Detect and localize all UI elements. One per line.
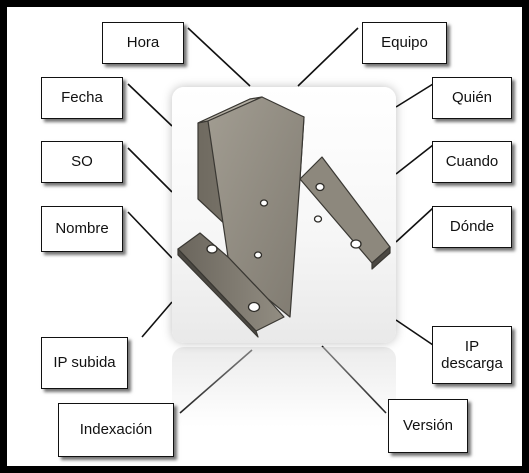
label-ip-subida: IP subida: [41, 337, 128, 389]
label-hora: Hora: [102, 22, 184, 64]
card-reflection: [172, 347, 396, 427]
label-version: Versión: [388, 399, 468, 453]
bracket-hole: [247, 301, 261, 313]
connector-donde: [395, 207, 434, 243]
connector-ip-descarga: [395, 319, 434, 346]
label-equipo: Equipo: [362, 22, 447, 64]
label-so: SO: [41, 141, 123, 183]
bracket-hole: [315, 182, 325, 192]
connector-fecha: [127, 83, 173, 127]
label-donde: Dónde: [432, 206, 512, 248]
bracket-hole: [206, 244, 218, 254]
bracket-hole: [350, 239, 362, 249]
bracket-hole: [253, 251, 263, 259]
label-ip-descarga: IP descarga: [432, 326, 512, 384]
metal-bracket-image: [177, 96, 391, 338]
label-cuando: Cuando: [432, 141, 512, 183]
connector-ip-subida: [141, 301, 173, 338]
connector-cuando: [395, 144, 434, 175]
connector-hora: [187, 27, 251, 87]
connector-equipo: [297, 27, 359, 87]
label-nombre: Nombre: [41, 206, 123, 252]
connector-nombre: [127, 211, 173, 259]
label-quien: Quién: [432, 77, 512, 119]
connector-quien: [395, 83, 434, 108]
label-indexacion: Indexación: [58, 403, 174, 457]
connector-so: [127, 147, 173, 193]
bracket-hole: [313, 215, 323, 223]
label-fecha: Fecha: [41, 77, 123, 119]
bracket-hole: [259, 199, 269, 207]
